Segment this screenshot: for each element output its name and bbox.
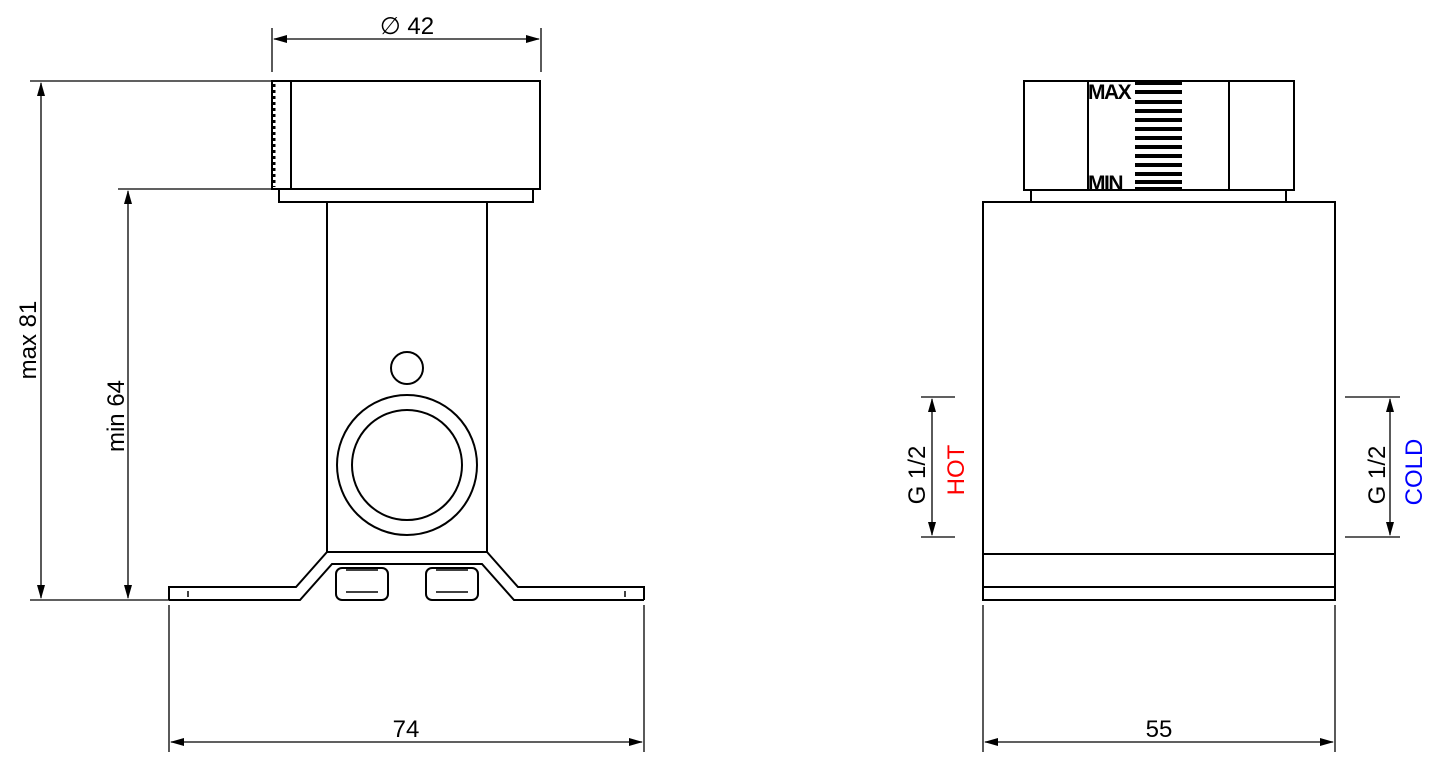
- hot-label: HOT: [943, 444, 970, 495]
- hot-thread-label: G 1/2: [904, 446, 931, 505]
- dimension-max-height: max 81: [15, 80, 272, 601]
- body-column: [326, 202, 488, 553]
- mount-tab-right: [425, 567, 479, 601]
- dimension-width-front: 74: [168, 605, 645, 752]
- side-view: MAX MIN G 1/2 HOT G 1/2 COLD: [904, 80, 1428, 752]
- hot-inlet-dimension: G 1/2 HOT: [904, 396, 970, 538]
- knob-scale: MAX MIN: [1023, 80, 1295, 202]
- base-plate: [168, 551, 645, 601]
- knob-head: [271, 80, 541, 203]
- dimension-min-height: min 64: [103, 188, 272, 599]
- dimension-width-side: 55: [982, 605, 1336, 752]
- small-hole: [390, 351, 424, 385]
- side-width-label: 55: [1146, 716, 1173, 743]
- scale-ticks: [1135, 81, 1182, 191]
- front-width-label: 74: [393, 716, 420, 743]
- mount-tab-left: [335, 567, 389, 601]
- side-body: [982, 201, 1336, 601]
- front-view: ∅ 42 max 81 min 64 74: [15, 13, 645, 752]
- cold-thread-label: G 1/2: [1364, 446, 1391, 505]
- diameter-label: ∅ 42: [380, 13, 434, 40]
- cold-inlet-dimension: G 1/2 COLD: [1345, 396, 1428, 538]
- dimension-diameter: ∅ 42: [271, 13, 542, 72]
- cold-label: COLD: [1401, 439, 1428, 506]
- scale-min-label: MIN: [1088, 172, 1122, 195]
- scale-max-label: MAX: [1088, 81, 1132, 104]
- outer-ring: [336, 394, 478, 536]
- max-height-label: max 81: [15, 301, 42, 380]
- min-height-label: min 64: [103, 380, 130, 452]
- inner-ring: [351, 409, 463, 521]
